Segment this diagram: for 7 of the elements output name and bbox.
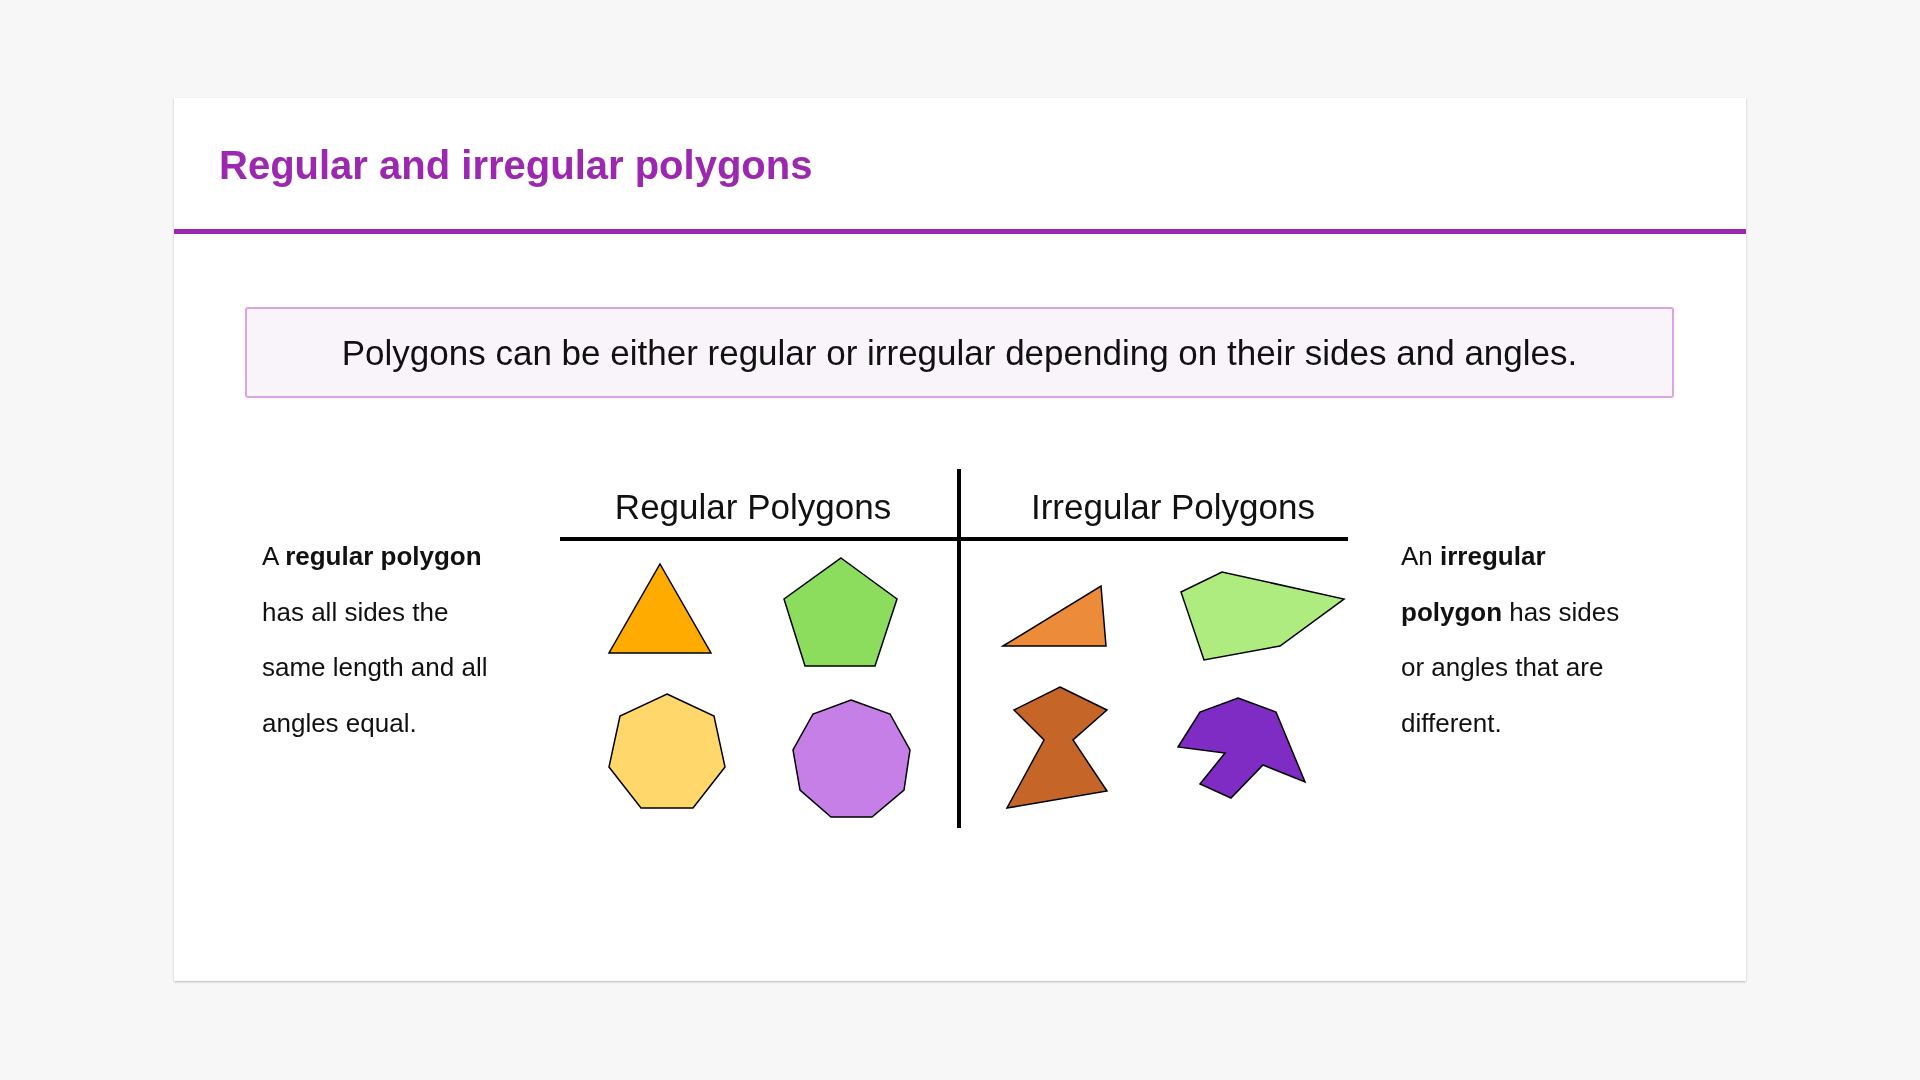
column-header: Regular Polygons bbox=[614, 487, 892, 526]
slide-title: Regular and irregular polygons bbox=[219, 142, 813, 189]
column-header: Irregular Polygons bbox=[1030, 487, 1315, 526]
definition-text: A regular polygon has all sides the same length and all angles equal. bbox=[262, 541, 488, 738]
info-text: Polygons can be either regular or irregular depending on their sides and angles. bbox=[341, 332, 1578, 373]
info-box bbox=[245, 307, 1674, 398]
definition-text: An irregular polygon has sides or angles that are different. bbox=[1401, 541, 1620, 738]
